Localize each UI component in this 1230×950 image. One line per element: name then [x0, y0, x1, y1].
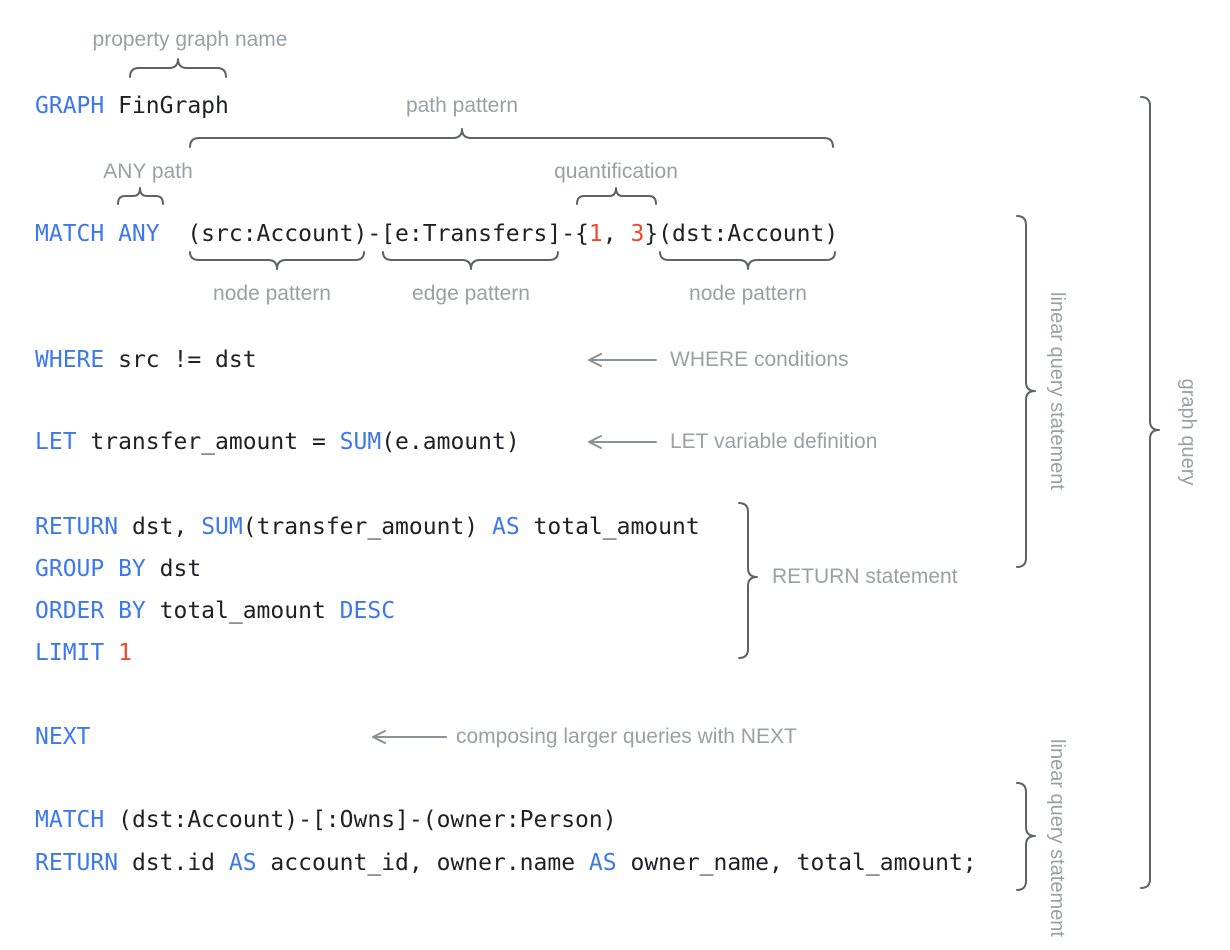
node-pattern-right-brace: [659, 251, 836, 270]
composing-next-arrow-icon: [372, 730, 447, 744]
code-token: (transfer_amount): [242, 514, 492, 540]
linear-query-statement-top-brace: [1016, 215, 1036, 568]
linear-query-statement-top-label: linear query statement: [1046, 292, 1068, 490]
code-line-graph: GRAPH FinGraph: [35, 92, 229, 120]
path-pattern-label: path pattern: [405, 94, 519, 117]
code-token: (src:Account)-[e:Transfers]-{: [159, 221, 589, 247]
any-path-label: ANY path: [103, 160, 193, 183]
graph-query-label: graph query: [1177, 378, 1199, 486]
number-token: 3: [630, 221, 645, 247]
code-token: [104, 640, 118, 666]
keyword-token: MATCH ANY: [35, 221, 160, 247]
code-token: dst,: [118, 514, 202, 540]
keyword-token: GROUP BY: [35, 556, 146, 582]
quantification-brace: [576, 187, 657, 205]
node-pattern-right-label: node pattern: [689, 282, 807, 305]
code-line-next: NEXT: [35, 723, 90, 751]
code-token: dst: [145, 556, 202, 582]
number-token: 1: [588, 221, 603, 247]
return-statement-label: RETURN statement: [772, 565, 958, 588]
linear-query-statement-bottom-brace: [1016, 782, 1036, 891]
code-line-group-by: GROUP BY dst: [35, 555, 201, 583]
any-path-brace: [117, 187, 164, 205]
code-token: }(dst:Account): [644, 221, 839, 247]
code-line-order-by: ORDER BY total_amount DESC: [35, 597, 395, 625]
keyword-token: SUM: [201, 514, 243, 540]
code-token: src != dst: [104, 347, 257, 373]
code-line-let: LET transfer_amount = SUM(e.amount): [35, 428, 520, 456]
keyword-token: AS: [228, 850, 257, 876]
code-token: (dst:Account)-[:Owns]-(owner:Person): [104, 807, 617, 833]
keyword-token: ORDER BY: [35, 598, 146, 624]
keyword-token: RETURN: [35, 850, 119, 876]
code-token: dst.id: [118, 850, 229, 876]
node-pattern-left-label: node pattern: [213, 282, 331, 305]
code-line-match-any: MATCH ANY (src:Account)-[e:Transfers]-{1…: [35, 220, 838, 248]
code-token: total_amount: [145, 598, 340, 624]
keyword-token: LET: [35, 429, 77, 455]
linear-query-statement-bottom-label: linear query statement: [1046, 739, 1068, 937]
property-graph-name-label: property graph name: [92, 28, 288, 51]
code-token: FinGraph: [104, 93, 229, 119]
where-conditions-label: WHERE conditions: [670, 348, 849, 371]
code-line-return: RETURN dst, SUM(transfer_amount) AS tota…: [35, 513, 700, 541]
keyword-token: MATCH: [35, 807, 105, 833]
code-token: account_id, owner.name: [256, 850, 589, 876]
return-statement-brace: [738, 502, 758, 659]
edge-pattern-brace: [382, 251, 559, 270]
code-token: total_amount: [519, 514, 700, 540]
keyword-token: GRAPH: [35, 93, 105, 119]
edge-pattern-label: edge pattern: [412, 282, 530, 305]
code-line-match-owns: MATCH (dst:Account)-[:Owns]-(owner:Perso…: [35, 806, 617, 834]
code-line-final-return: RETURN dst.id AS account_id, owner.name …: [35, 849, 977, 877]
let-variable-definition-label: LET variable definition: [670, 430, 878, 453]
keyword-token: AS: [491, 514, 520, 540]
keyword-token: DESC: [339, 598, 396, 624]
property-graph-name-brace: [129, 58, 227, 78]
code-token: transfer_amount =: [76, 429, 340, 455]
keyword-token: AS: [588, 850, 617, 876]
composing-next-label: composing larger queries with NEXT: [456, 725, 797, 748]
graph-query-brace: [1140, 96, 1160, 889]
keyword-token: LIMIT: [35, 640, 105, 666]
keyword-token: SUM: [339, 429, 382, 455]
keyword-token: WHERE: [35, 347, 105, 373]
code-line-limit: LIMIT 1: [35, 639, 132, 667]
path-pattern-brace: [189, 128, 834, 148]
where-conditions-arrow-icon: [588, 353, 657, 367]
code-token: owner_name, total_amount;: [616, 850, 977, 876]
code-line-where: WHERE src != dst: [35, 346, 257, 374]
code-token: (e.amount): [381, 429, 520, 455]
let-variable-arrow-icon: [588, 435, 657, 449]
quantification-label: quantification: [554, 160, 678, 183]
number-token: 1: [118, 640, 132, 666]
code-token: ,: [602, 221, 631, 247]
keyword-token: NEXT: [35, 724, 91, 750]
node-pattern-left-brace: [189, 251, 365, 270]
keyword-token: RETURN: [35, 514, 119, 540]
